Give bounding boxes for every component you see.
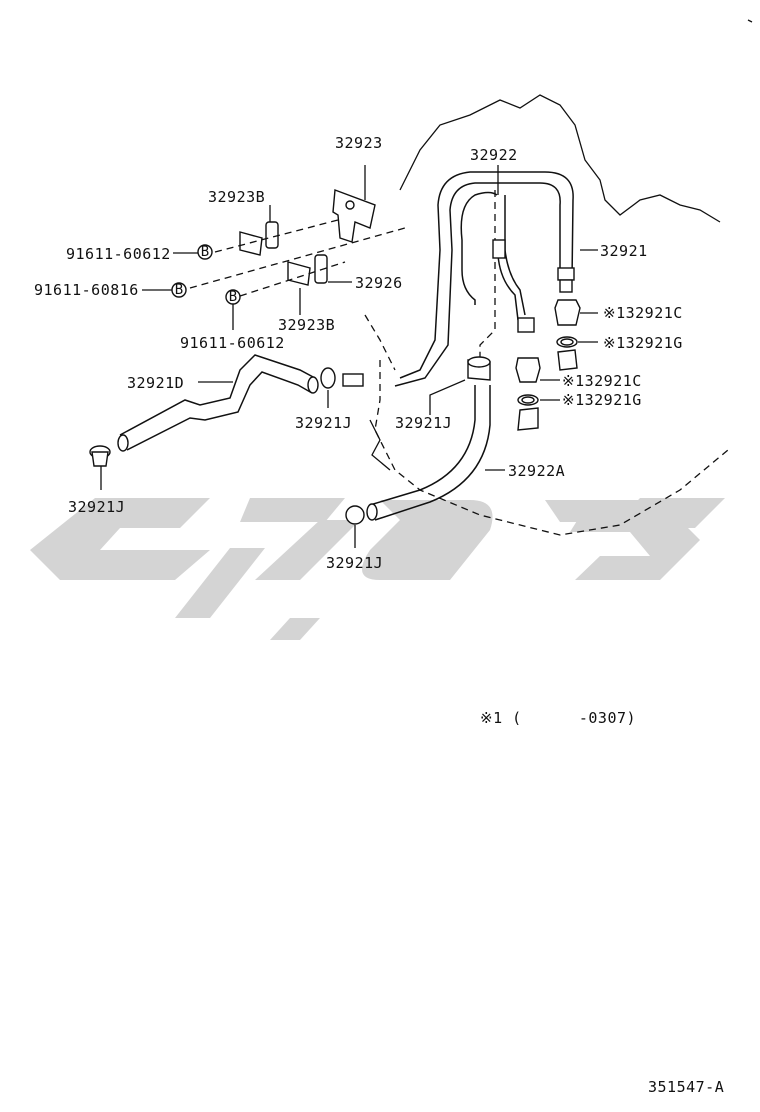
clamp-32921j-mid xyxy=(320,367,336,408)
clamp-32921j-center xyxy=(429,356,491,415)
label-32922: 32922 xyxy=(470,146,518,164)
label-91611-60612-bottom: 91611-60612 xyxy=(180,334,285,352)
label-91611-60612-top: 91611-60612 xyxy=(66,245,171,263)
oring-32921g-lower xyxy=(517,394,560,431)
bolt-91611-60612-bottom: B xyxy=(225,289,241,330)
label-32923: 32923 xyxy=(335,134,383,152)
union-32921c-upper xyxy=(554,299,598,326)
label-32921j-center: 32921J xyxy=(395,414,452,432)
label-32921j-bottom: 32921J xyxy=(326,554,383,572)
engine-outline xyxy=(364,19,753,536)
svg-text:B: B xyxy=(175,282,183,298)
bolt-91611-60612-top: B xyxy=(173,244,213,260)
bolt-91611-60816: B xyxy=(142,282,187,298)
label-32926: 32926 xyxy=(355,274,403,292)
label-32923b-top: 32923B xyxy=(208,188,265,206)
label-32921j-left: 32921J xyxy=(68,498,125,516)
label-32921: 32921 xyxy=(600,242,648,260)
svg-text:B: B xyxy=(229,289,237,305)
hose-32921d xyxy=(117,354,319,452)
assembly-lines xyxy=(189,190,496,365)
union-32921c-lower xyxy=(515,357,560,383)
label-32921c-upper: ※132921C xyxy=(603,304,683,322)
clamp-32921j-left xyxy=(89,445,111,490)
label-32921c-lower: ※132921C xyxy=(562,372,642,390)
label-91611-60816: 91611-60816 xyxy=(34,281,139,299)
hose-32922a xyxy=(366,385,505,521)
pipe-32922 xyxy=(460,165,535,333)
label-32921g-lower: ※132921G xyxy=(562,391,642,409)
pipe-connector xyxy=(342,373,364,387)
clip-32923b-upper xyxy=(239,205,279,256)
diagram-id: 351547-A xyxy=(648,1078,724,1096)
label-32921j-mid: 32921J xyxy=(295,414,352,432)
svg-text:B: B xyxy=(201,244,209,260)
label-32922a: 32922A xyxy=(508,462,565,480)
label-32923b-bottom: 32923B xyxy=(278,316,335,334)
clamp-32921j-bottom xyxy=(345,505,365,548)
watermark-logo xyxy=(30,498,725,640)
label-32921d: 32921D xyxy=(127,374,184,392)
label-32921g-upper: ※132921G xyxy=(603,334,683,352)
bracket-32923 xyxy=(332,165,376,243)
clip-32923b-lower xyxy=(287,254,352,315)
footnote: ※1 ( -0307) xyxy=(480,709,636,727)
oring-32921g-upper xyxy=(556,336,598,371)
pipe-32921 xyxy=(394,171,598,387)
